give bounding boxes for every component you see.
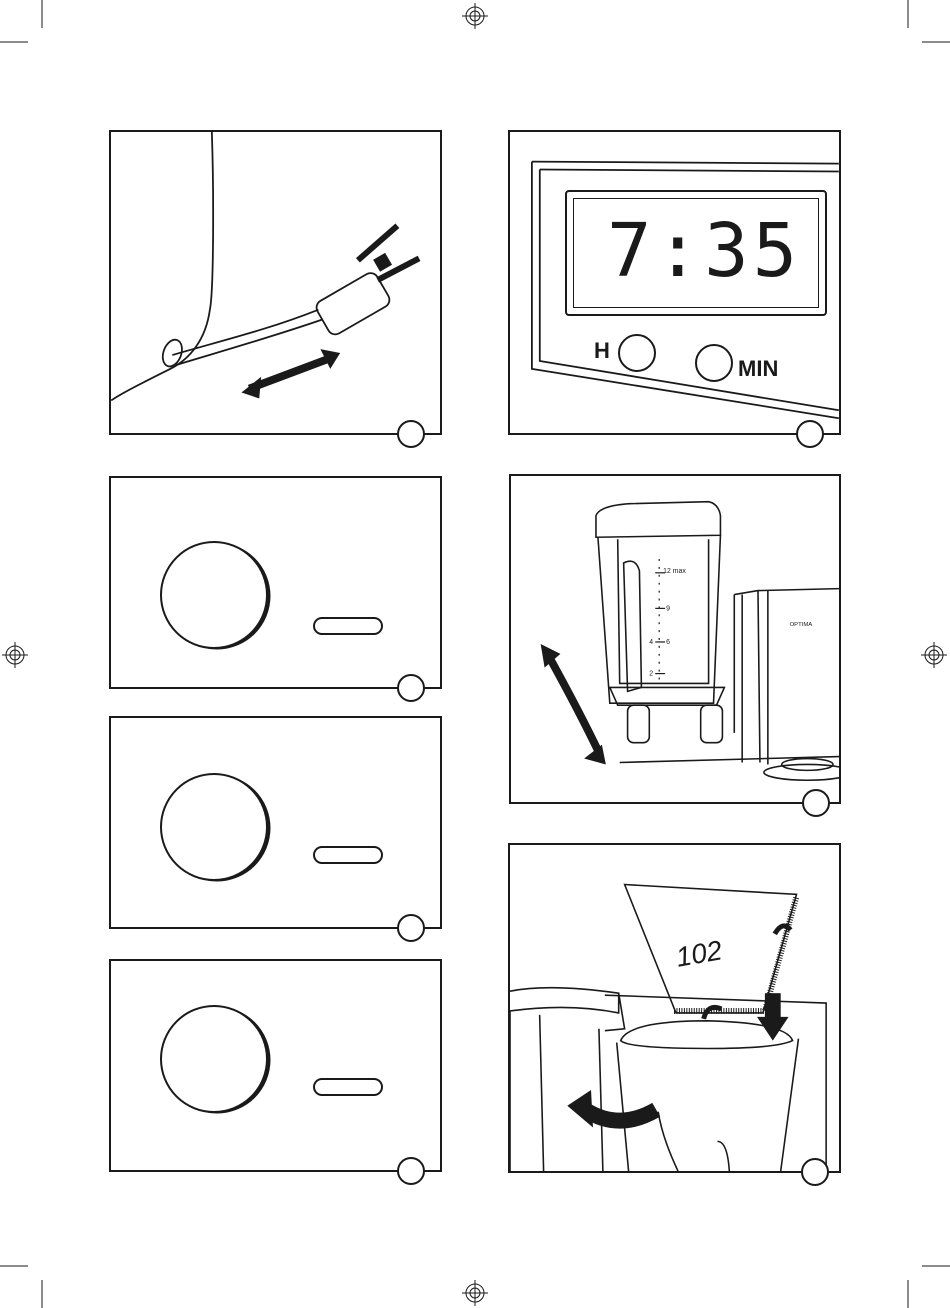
step-marker [397, 1157, 425, 1185]
filter-illustration: 102 [510, 845, 839, 1171]
step-marker [397, 914, 425, 942]
filter-size-label: 102 [673, 934, 724, 973]
switch-panel-a [109, 476, 442, 689]
power-knob[interactable] [160, 773, 268, 881]
hour-button[interactable] [618, 334, 656, 372]
hour-button-label: H [594, 338, 610, 364]
step-marker [397, 674, 425, 702]
scale-mark-label: 9 [666, 605, 670, 612]
switch-panel-c [109, 959, 442, 1172]
step-marker [796, 420, 824, 448]
step-marker [397, 420, 425, 448]
clock-panel: 7:35 H MIN [508, 130, 841, 435]
indicator-slot [313, 846, 383, 864]
minute-button[interactable] [695, 344, 733, 382]
step-marker [802, 789, 830, 817]
filter-panel: 102 [508, 843, 841, 1173]
swing-arrow-icon [567, 1090, 656, 1128]
scale-max-label: 12 max [663, 568, 686, 575]
water-tank-illustration: 12 max 9 6 4 2 OPTIMA [511, 476, 839, 802]
scale-mark-label: 4 [649, 639, 653, 646]
time-readout: 7:35 [607, 208, 801, 294]
power-knob[interactable] [160, 541, 268, 649]
indicator-slot [313, 617, 383, 635]
step-marker [801, 1158, 829, 1186]
minute-button-label: MIN [738, 356, 778, 382]
brand-text: OPTIMA [790, 622, 813, 628]
switch-panel-b [109, 716, 442, 929]
cord-illustration [111, 132, 440, 433]
double-arrow-icon [241, 349, 340, 398]
scale-mark-label: 2 [649, 671, 653, 678]
cord-panel [109, 130, 442, 435]
power-knob[interactable] [160, 1005, 268, 1113]
curved-double-arrow-icon [541, 644, 606, 765]
water-tank-panel: 12 max 9 6 4 2 OPTIMA [509, 474, 841, 804]
lcd-display: 7:35 [565, 190, 827, 316]
indicator-slot [313, 1078, 383, 1096]
scale-mark-label: 6 [666, 639, 670, 646]
